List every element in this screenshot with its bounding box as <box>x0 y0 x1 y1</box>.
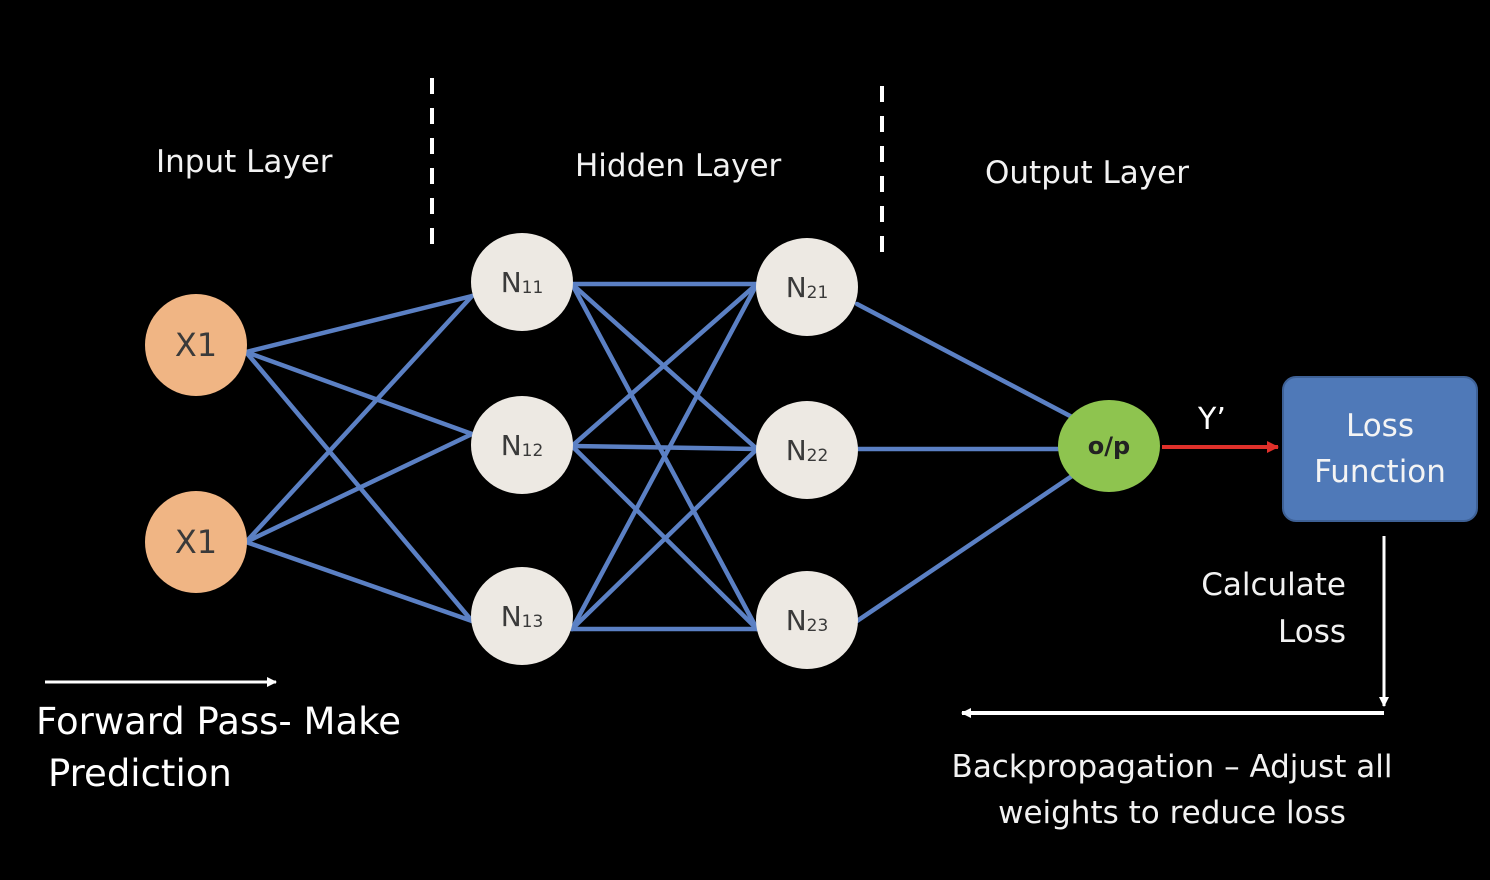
prediction-label: Y’ <box>1198 402 1226 437</box>
connection-n12-n22 <box>569 443 760 452</box>
node-subscript: 22 <box>806 446 829 466</box>
input-node-2: X1 <box>145 491 247 593</box>
calculate-loss-line2: Loss <box>1278 614 1346 650</box>
loss-function-line1: Loss <box>1345 408 1414 444</box>
calculate-loss-text: Calculate Loss <box>1180 562 1346 656</box>
connections <box>243 281 1075 632</box>
node-subscript: 11 <box>521 278 544 298</box>
forward-pass-line1: Forward Pass- Make <box>36 700 402 743</box>
connection-x2-n11 <box>243 293 475 545</box>
connection-x2-n12 <box>243 431 475 545</box>
loss-function-line2: Function <box>1314 454 1446 490</box>
backprop-line1: Backpropagation – Adjust all <box>951 749 1393 785</box>
output-layer-label: Output Layer <box>985 155 1189 191</box>
input-layer-label: Input Layer <box>156 144 333 180</box>
node-base: N <box>785 433 807 467</box>
node-subscript: 12 <box>521 441 544 461</box>
backprop-line2: weights to reduce loss <box>998 795 1346 831</box>
node-subscript: 13 <box>521 612 544 632</box>
loss-function-box: Loss Function <box>1282 376 1478 522</box>
node-base: N <box>500 599 522 633</box>
node-base: N <box>785 603 807 637</box>
output-node: o/p <box>1058 400 1160 492</box>
node-base: N <box>785 270 807 304</box>
node-subscript: 21 <box>806 283 829 303</box>
input-node-1: X1 <box>145 294 247 396</box>
connection-n21-output <box>854 301 1075 420</box>
connection-x1-n11 <box>243 293 475 355</box>
forward-pass-line2: Prediction <box>48 752 232 795</box>
connection-x2-n13 <box>243 539 475 624</box>
backprop-text: Backpropagation – Adjust all weights to … <box>940 744 1404 836</box>
node-subscript: 23 <box>806 616 829 636</box>
calculate-loss-line1: Calculate <box>1201 567 1346 603</box>
hidden-layer-label: Hidden Layer <box>575 148 782 184</box>
connection-x1-n12 <box>243 349 475 437</box>
forward-pass-text: Forward Pass- Make Prediction <box>36 696 401 800</box>
connection-n12-n21 <box>569 281 760 449</box>
connection-n23-output <box>854 473 1075 624</box>
node-base: N <box>500 428 522 462</box>
node-base: N <box>500 265 522 299</box>
connection-n13-n22 <box>569 446 760 632</box>
connection-n13-n21 <box>569 281 760 632</box>
